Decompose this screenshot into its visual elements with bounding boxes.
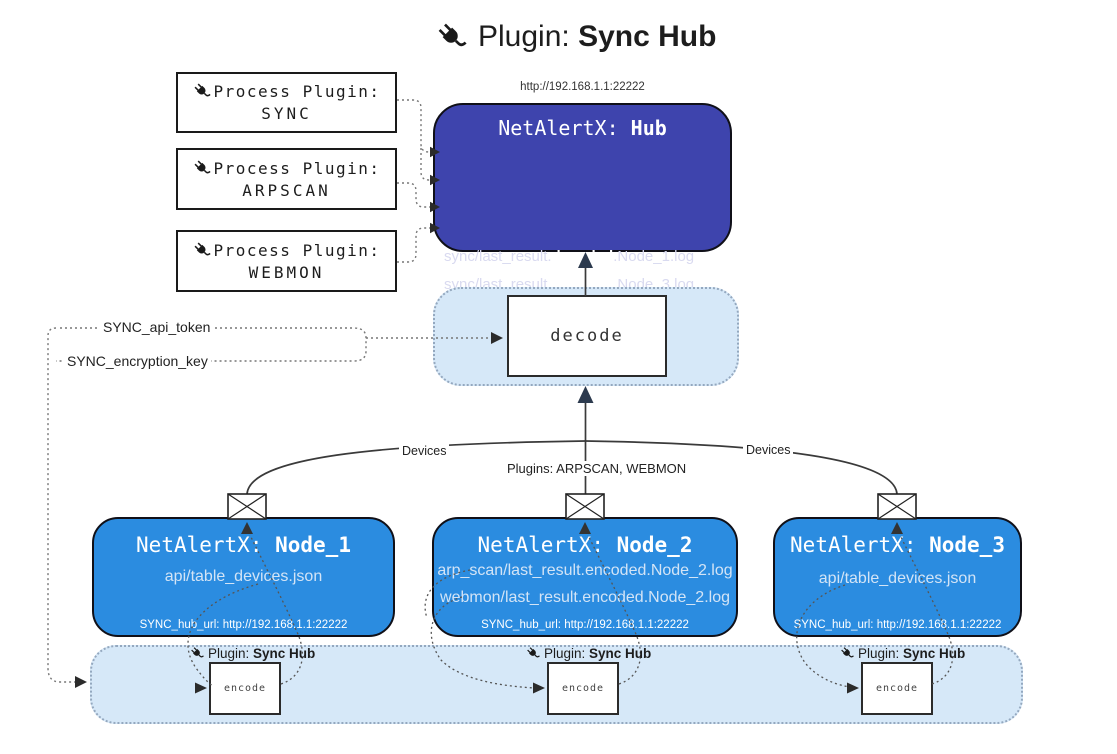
encode-box: encode (547, 662, 619, 715)
band-plugin-label: Plugin: Sync Hub (840, 646, 965, 661)
node-title: NetAlertX: Node_1 (136, 533, 351, 557)
process-plugin-name: ARPSCAN (242, 180, 331, 200)
decode-box: decode (507, 295, 667, 377)
node-hub-url: SYNC_hub_url: http://192.168.1.1:22222 (793, 619, 1002, 631)
hub-url-label: http://192.168.1.1:22222 (520, 81, 645, 93)
plugins-center-label: Plugins: ARPSCAN, WEBMON (504, 461, 690, 476)
node2-box: NetAlertX: Node_2 arp_scan/last_result.e… (432, 517, 738, 637)
page-title: Plugin: Sync Hub (436, 14, 716, 60)
envelope-icon (877, 493, 917, 520)
hub-box: NetAlertX: Hub sync/last_result.decoded.… (433, 103, 732, 342)
envelope-icon (565, 493, 605, 520)
encode-box: encode (861, 662, 933, 715)
plug-icon (190, 646, 205, 661)
process-plugin-label: Process Plugin: (213, 82, 381, 101)
process-plugin-webmon: Process Plugin: WEBMON (176, 230, 397, 292)
process-plugin-name: WEBMON (248, 262, 325, 282)
hub-file-line: sync/last_result.decoded.Node_1.log (444, 248, 695, 265)
node1-box: NetAlertX: Node_1 api/table_devices.json… (92, 517, 395, 637)
encode-label: encode (223, 683, 267, 694)
key-to-band-arrowhead (75, 676, 87, 688)
plug-icon (193, 159, 212, 178)
plugin-to-hub-connectors (397, 99, 431, 263)
plug-icon (526, 646, 541, 661)
envelope-icon (227, 493, 267, 520)
process-plugin-arpscan: Process Plugin: ARPSCAN (176, 148, 397, 210)
process-plugin-label: Process Plugin: (213, 158, 381, 178)
sync-api-token-label: SYNC_api_token (100, 319, 214, 335)
hub-title: NetAlertX: Hub (498, 116, 667, 140)
devices-right-label: Devices (743, 443, 794, 457)
plug-icon (193, 82, 212, 101)
plug-icon (193, 241, 212, 260)
encode-label: encode (561, 683, 605, 694)
process-plugin-sync: Process Plugin: SYNC (176, 72, 397, 133)
plug-icon (840, 646, 855, 661)
title-bold: Sync Hub (578, 20, 717, 53)
band-plugin-label: Plugin: Sync Hub (526, 646, 651, 661)
node-file: webmon/last_result.encoded.Node_2.log (440, 589, 730, 606)
node-hub-url: SYNC_hub_url: http://192.168.1.1:22222 (139, 619, 348, 631)
node-file: api/table_devices.json (164, 568, 323, 585)
encode-label: encode (875, 683, 919, 694)
sync-encryption-key-label: SYNC_encryption_key (64, 353, 211, 369)
node-hub-url: SYNC_hub_url: http://192.168.1.1:22222 (481, 619, 689, 631)
node-title: NetAlertX: Node_3 (790, 533, 1005, 557)
plug-icon (436, 21, 469, 54)
nodes-to-decode-edges (246, 386, 898, 495)
node-title: NetAlertX: Node_2 (477, 533, 693, 557)
devices-left-label: Devices (399, 444, 450, 458)
band-plugin-label: Plugin: Sync Hub (190, 646, 315, 661)
process-plugin-label: Process Plugin: (213, 240, 381, 260)
encode-box: encode (209, 662, 281, 715)
decode-label: decode (550, 326, 624, 346)
process-plugin-name: SYNC (261, 104, 312, 123)
title-prefix: Plugin: (478, 20, 579, 53)
node-file: arp_scan/last_result.encoded.Node_2.log (437, 562, 733, 579)
node3-box: NetAlertX: Node_3 api/table_devices.json… (773, 517, 1022, 637)
node-file: api/table_devices.json (818, 570, 977, 587)
